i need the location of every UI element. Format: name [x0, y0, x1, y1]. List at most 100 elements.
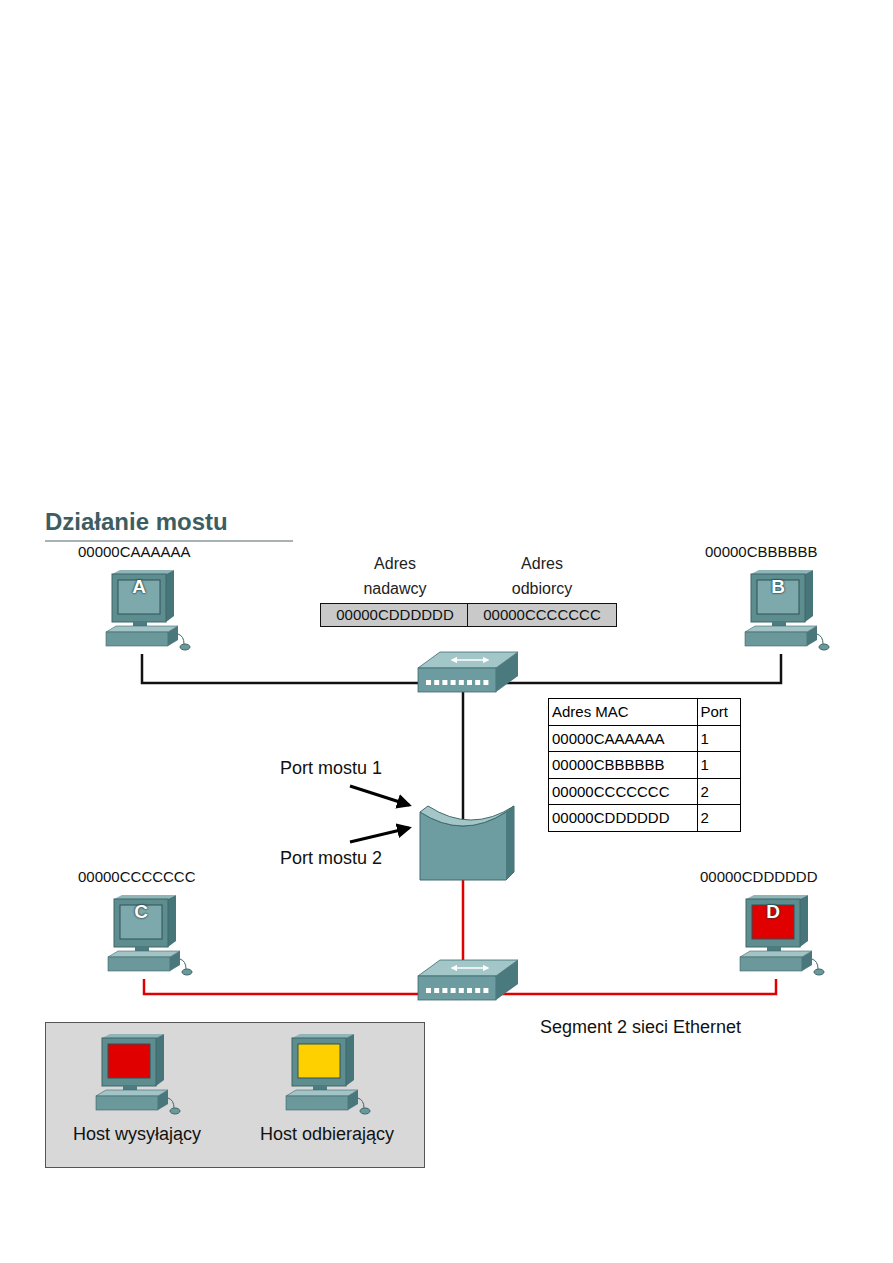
callout-label: Segment 2 sieci Ethernet: [540, 1017, 741, 1038]
monitor-side: [168, 895, 176, 947]
hub-port: [475, 680, 480, 685]
title-underline: [45, 540, 293, 542]
table-cell: 2: [697, 778, 741, 806]
monitor-top: [746, 895, 808, 899]
computer-drawing: [104, 895, 194, 979]
host-computer: 00000CDDDDDD D: [700, 868, 826, 979]
computer-icon: A: [102, 570, 192, 654]
case-side: [170, 951, 180, 971]
hub-port: [442, 988, 447, 993]
case-top: [106, 626, 178, 632]
hub-port: [451, 680, 456, 685]
case-top: [286, 1090, 358, 1096]
legend-computer: [92, 1034, 182, 1118]
monitor-top: [751, 570, 813, 574]
table-cell: Port: [697, 698, 741, 726]
computer-icon: C: [104, 895, 194, 979]
case-top: [745, 626, 817, 632]
legend-entry: Host odbierający: [237, 1034, 417, 1145]
monitor-body: [292, 1038, 346, 1086]
hub-port: [483, 680, 488, 685]
hub-port: [426, 988, 431, 993]
mouse-cable: [178, 634, 184, 644]
mouse-cable: [817, 634, 823, 644]
case-front: [96, 1096, 158, 1110]
host-letter: D: [752, 895, 794, 929]
host-computer: 00000CCCCCCC C: [78, 868, 196, 979]
mouse-cable: [180, 959, 186, 969]
table-cell: 1: [697, 725, 741, 753]
mac-address: 00000CCCCCCC: [78, 868, 196, 885]
frame-address-field: Adres nadawcy00000CDDDDDD: [320, 551, 470, 627]
bridge-top: [420, 806, 514, 826]
table-cell: 00000CBBBBBB: [548, 751, 698, 779]
mouse-cable: [812, 959, 818, 969]
mouse-cable: [168, 1098, 174, 1108]
table-cell: 1: [697, 751, 741, 779]
host-letter: A: [118, 570, 160, 604]
monitor-side: [156, 1034, 164, 1086]
hub-symbol: [418, 652, 518, 692]
monitor-top: [114, 895, 176, 899]
field-heading: Adres odbiorcy: [505, 551, 579, 603]
table-cell: 00000CCCCCCC: [548, 778, 698, 806]
table-cell: 2: [697, 804, 741, 832]
hub-port: [451, 988, 456, 993]
case-side: [168, 626, 178, 646]
computer-drawing: [736, 895, 826, 979]
callout-label: Port mostu 2: [280, 848, 382, 869]
computer-icon: D: [736, 895, 826, 979]
mouse: [182, 969, 192, 975]
callout-label: Port mostu 1: [280, 758, 382, 779]
computer-icon: B: [741, 570, 831, 654]
host-letter: B: [757, 570, 799, 604]
field-value: 00000CCCCCCC: [467, 603, 617, 627]
case-front: [740, 957, 802, 971]
hub-arrow: [452, 967, 488, 969]
case-top: [96, 1090, 168, 1096]
host-letter: C: [120, 895, 162, 929]
case-side: [802, 951, 812, 971]
legend-computer: [282, 1034, 372, 1118]
callout-arrow: [350, 828, 409, 842]
hub-port: [467, 680, 472, 685]
hub-side: [496, 960, 518, 1000]
mouse: [819, 644, 829, 650]
bridge-symbol: [420, 806, 514, 880]
hub-port: [434, 680, 439, 685]
case-top: [740, 951, 812, 957]
monitor-screen: [108, 1044, 150, 1078]
monitor-top: [112, 570, 174, 574]
legend-text: Host wysyłający: [47, 1124, 227, 1145]
mouse: [360, 1108, 370, 1114]
mouse: [814, 969, 824, 975]
hub-port: [459, 680, 464, 685]
legend-text: Host odbierający: [237, 1124, 417, 1145]
table-cell: Adres MAC: [548, 698, 698, 726]
hub-port: [459, 988, 464, 993]
hub-port: [467, 988, 472, 993]
mouse: [170, 1108, 180, 1114]
table-cell: 00000CDDDDDD: [548, 804, 698, 832]
hub-arrow: [452, 659, 488, 661]
case-side: [348, 1090, 358, 1110]
mac-address: 00000CDDDDDD: [700, 868, 826, 885]
hub-port: [426, 680, 431, 685]
frame-address-field: Adres odbiorcy00000CCCCCCC: [467, 551, 617, 627]
computer-drawing: [102, 570, 192, 654]
hub-port: [434, 988, 439, 993]
host-computer: 00000CAAAAAA A: [78, 543, 192, 654]
monitor-side: [346, 1034, 354, 1086]
case-front: [745, 632, 807, 646]
uplink-wire: [462, 690, 465, 822]
table-cell: 00000CAAAAAA: [548, 725, 698, 753]
monitor-side: [805, 570, 813, 622]
callout-arrow: [350, 786, 409, 805]
hub-front: [418, 668, 496, 692]
bridge-body: [420, 806, 514, 880]
mac-address: 00000CAAAAAA: [78, 543, 192, 560]
computer-drawing: [741, 570, 831, 654]
monitor-top: [102, 1034, 164, 1038]
case-front: [106, 632, 168, 646]
